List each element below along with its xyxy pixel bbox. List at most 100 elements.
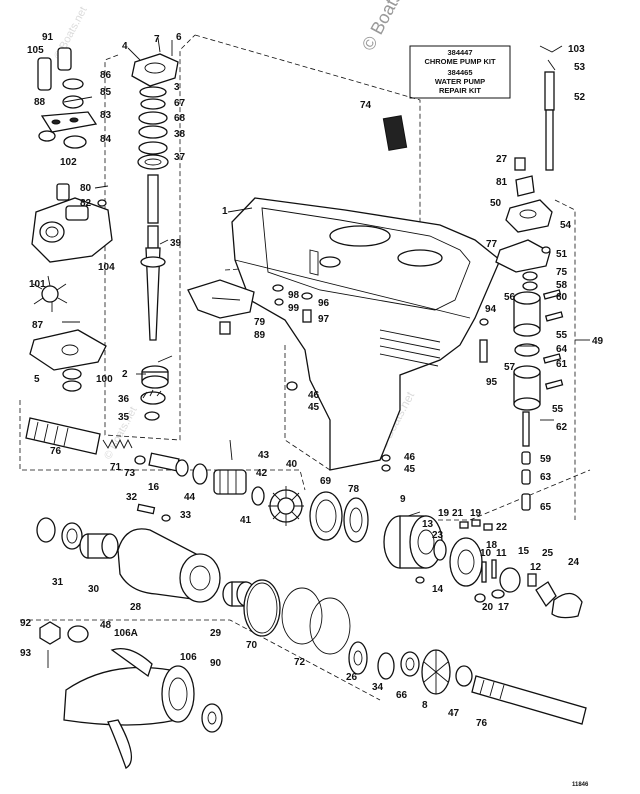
callout-69: 69 bbox=[320, 476, 332, 487]
callout-54: 54 bbox=[560, 220, 572, 231]
callout-50: 50 bbox=[490, 198, 502, 209]
callout-81: 81 bbox=[496, 177, 508, 188]
callout-26: 26 bbox=[346, 672, 358, 683]
callout-76b: 76 bbox=[476, 718, 488, 729]
callout-63: 63 bbox=[540, 472, 552, 483]
callout-61: 61 bbox=[556, 359, 568, 370]
callout-55a: 55 bbox=[556, 330, 568, 341]
callout-73: 73 bbox=[124, 468, 136, 479]
callout-100: 100 bbox=[96, 374, 113, 385]
kit-info-box: 384447 CHROME PUMP KIT 384465 WATER PUMP… bbox=[409, 45, 511, 99]
callout-90: 90 bbox=[210, 658, 222, 669]
callout-55b: 55 bbox=[552, 404, 564, 415]
callout-106: 106 bbox=[180, 652, 197, 663]
callout-19a: 19 bbox=[438, 508, 450, 519]
callout-62: 62 bbox=[556, 422, 568, 433]
callout-14: 14 bbox=[432, 584, 444, 595]
callout-64: 64 bbox=[556, 344, 568, 355]
callout-93: 93 bbox=[20, 648, 32, 659]
callout-7: 7 bbox=[154, 34, 160, 45]
callout-15: 15 bbox=[518, 546, 530, 557]
callout-97: 97 bbox=[318, 314, 330, 325]
callout-91: 91 bbox=[42, 32, 54, 43]
callout-3: 3 bbox=[174, 82, 180, 93]
callout-104: 104 bbox=[98, 262, 115, 273]
callout-30: 30 bbox=[88, 584, 100, 595]
callout-11: 11 bbox=[496, 548, 507, 559]
propshaft-gear-train bbox=[25, 417, 583, 619]
impeller bbox=[32, 275, 68, 312]
callout-89: 89 bbox=[254, 330, 266, 341]
callout-101: 101 bbox=[29, 279, 46, 290]
callout-86: 86 bbox=[100, 70, 112, 81]
callout-29: 29 bbox=[210, 628, 222, 639]
callout-41: 41 bbox=[240, 515, 252, 526]
callout-94: 94 bbox=[485, 304, 497, 315]
callout-72: 72 bbox=[294, 657, 306, 668]
callout-32: 32 bbox=[126, 492, 138, 503]
callout-77: 77 bbox=[486, 239, 498, 250]
callout-13: 13 bbox=[422, 519, 434, 530]
callout-60: 60 bbox=[556, 292, 568, 303]
callout-92: 92 bbox=[20, 618, 32, 629]
callout-labels: 91 105 86 85 88 83 84 102 80 82 104 101 … bbox=[20, 32, 604, 729]
callout-59: 59 bbox=[540, 454, 552, 465]
callout-88: 88 bbox=[34, 97, 46, 108]
callout-44: 44 bbox=[184, 492, 196, 503]
callout-1: 1 bbox=[222, 206, 228, 217]
callout-10: 10 bbox=[480, 548, 492, 559]
callout-21: 21 bbox=[452, 508, 464, 519]
callout-37: 37 bbox=[174, 152, 186, 163]
callout-82: 82 bbox=[80, 198, 92, 209]
gearcase-housing bbox=[231, 197, 501, 471]
callout-52: 52 bbox=[574, 92, 586, 103]
callout-22: 22 bbox=[496, 522, 508, 533]
callout-58: 58 bbox=[556, 280, 568, 291]
callout-9: 9 bbox=[400, 494, 406, 505]
callout-49: 49 bbox=[592, 336, 604, 347]
callout-2: 2 bbox=[122, 369, 128, 380]
callout-18: 18 bbox=[486, 540, 498, 551]
callout-46a: 46 bbox=[308, 390, 320, 401]
callout-66: 66 bbox=[396, 690, 408, 701]
callout-96: 96 bbox=[318, 298, 330, 309]
callout-84: 84 bbox=[100, 134, 112, 145]
callout-31: 31 bbox=[52, 577, 64, 588]
callout-42: 42 bbox=[256, 468, 268, 479]
figure-code: 11846 bbox=[572, 782, 589, 788]
callout-25: 25 bbox=[542, 548, 554, 559]
shift-linkage-group bbox=[479, 45, 564, 511]
callout-28: 28 bbox=[130, 602, 142, 613]
callout-43: 43 bbox=[258, 450, 270, 461]
callout-53: 53 bbox=[574, 62, 586, 73]
callout-46b: 46 bbox=[404, 452, 416, 463]
callout-23: 23 bbox=[432, 530, 444, 541]
callout-105: 105 bbox=[27, 45, 44, 56]
callout-76a: 76 bbox=[50, 446, 62, 457]
callout-83: 83 bbox=[100, 110, 112, 121]
callout-35: 35 bbox=[118, 412, 130, 423]
center-misc-parts bbox=[187, 115, 408, 472]
callout-87: 87 bbox=[32, 320, 44, 331]
callout-17: 17 bbox=[498, 602, 510, 613]
callout-19b: 19 bbox=[470, 508, 482, 519]
kit-line-1: 384447 bbox=[447, 48, 472, 57]
callout-47: 47 bbox=[448, 708, 460, 719]
kit-line-5: REPAIR KIT bbox=[439, 86, 481, 95]
callout-16: 16 bbox=[148, 482, 160, 493]
water-pump-group bbox=[29, 47, 113, 392]
callout-36: 36 bbox=[118, 394, 130, 405]
callout-74: 74 bbox=[360, 100, 372, 111]
callout-20: 20 bbox=[482, 602, 494, 613]
kit-line-3: 384465 bbox=[447, 68, 472, 77]
callout-51: 51 bbox=[556, 249, 568, 260]
callout-57: 57 bbox=[504, 362, 516, 373]
callout-99: 99 bbox=[288, 303, 300, 314]
callout-106a: 106A bbox=[114, 628, 138, 639]
callout-80: 80 bbox=[80, 183, 92, 194]
callout-65: 65 bbox=[540, 502, 552, 513]
callout-34: 34 bbox=[372, 682, 384, 693]
callout-70: 70 bbox=[246, 640, 258, 651]
callout-85: 85 bbox=[100, 87, 112, 98]
